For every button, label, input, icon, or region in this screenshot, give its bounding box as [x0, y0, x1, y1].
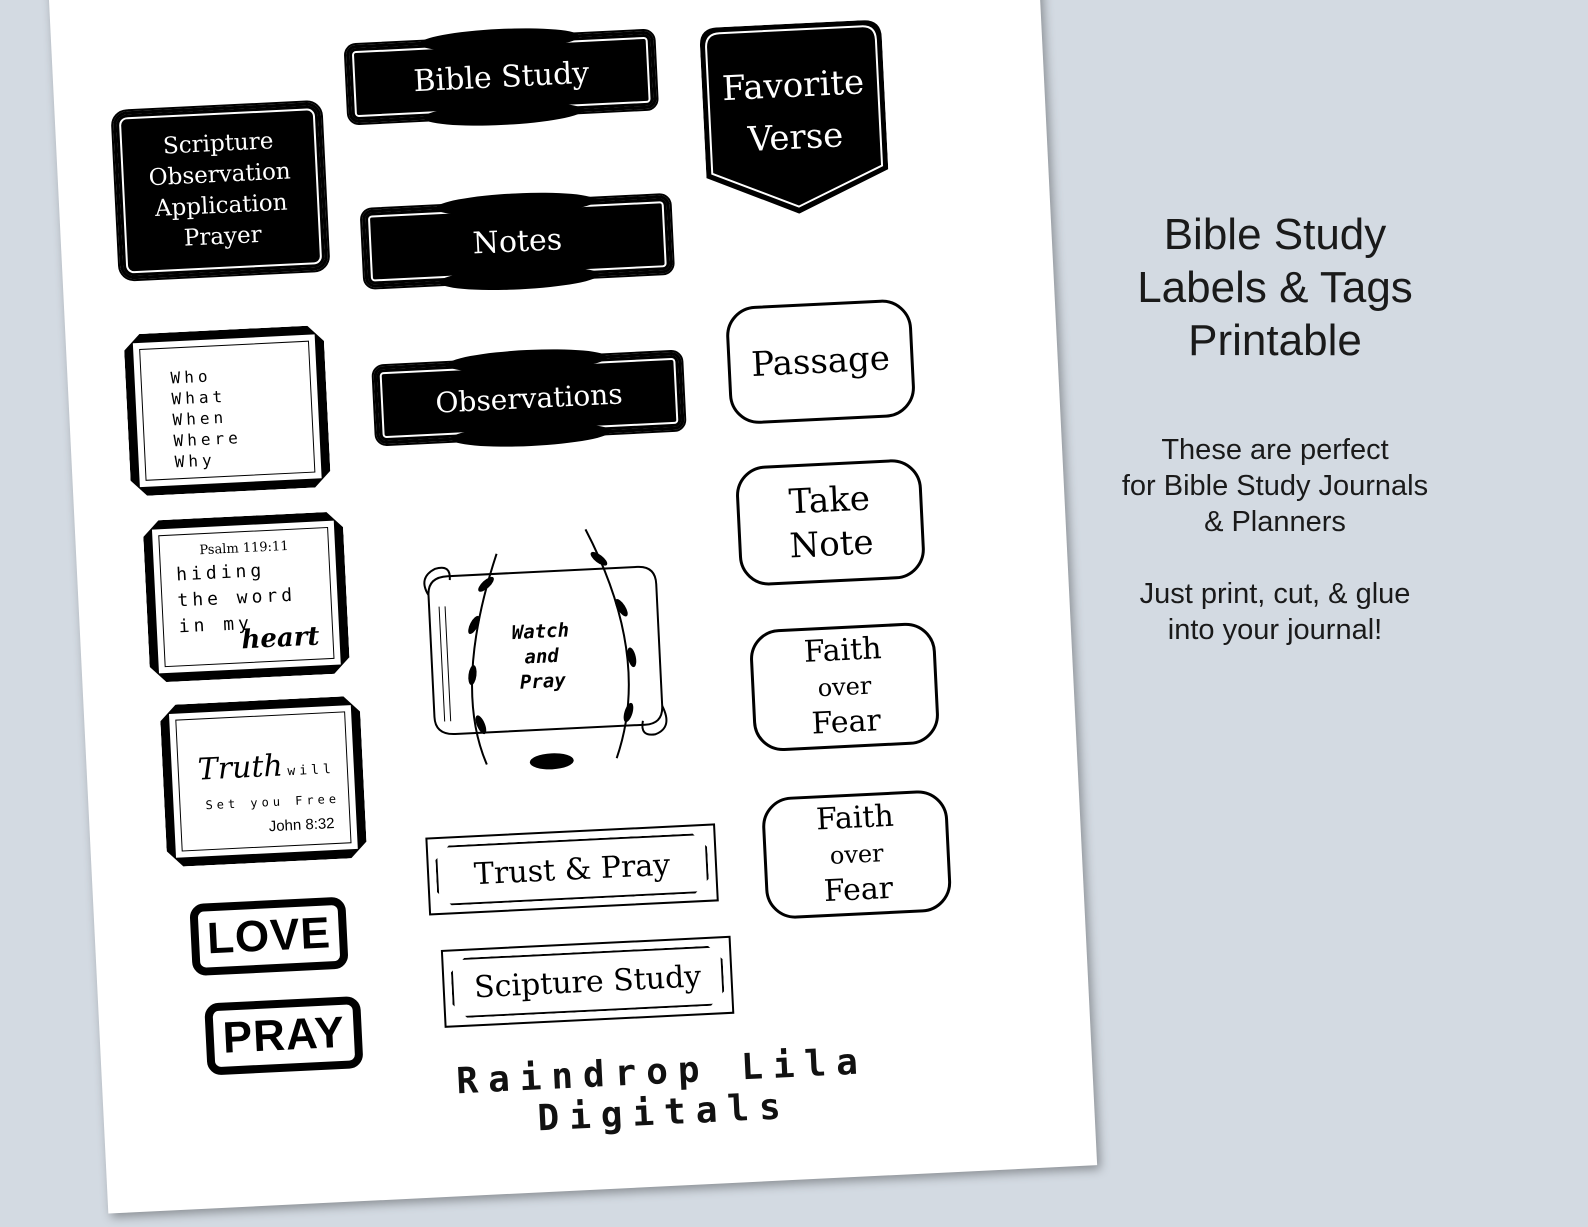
notes-label: Notes [359, 192, 676, 291]
love-text: LOVE [205, 908, 332, 964]
notes-text: Notes [471, 221, 563, 262]
faith-line: Faith [815, 798, 895, 838]
product-instructions: Just print, cut, & glue into your journa… [1085, 576, 1465, 648]
instruction-line: into your journal! [1167, 614, 1383, 646]
description-line: for Bible Study Journals [1121, 470, 1429, 502]
label-sheet: Scripture Observation Application Prayer… [48, 0, 1098, 1214]
description-line: & Planners [1204, 506, 1346, 538]
favorite-verse-line: Favorite [721, 62, 866, 110]
psalm-label: Psalm 119:11 hiding the word in my heart [143, 511, 351, 683]
faith-line: over [816, 671, 872, 703]
title-line: Printable [1188, 316, 1362, 365]
scroll-wreath-art [423, 528, 668, 770]
faith-line: Fear [823, 870, 894, 910]
pray-stamp: PRAY [204, 995, 364, 1076]
five-w-line: Why [174, 450, 217, 472]
favorite-verse-label: Favorite Verse [699, 19, 890, 218]
product-title: Bible Study Labels & Tags Printable [1085, 208, 1465, 367]
brand-name: Raindrop Lila Digitals [455, 1041, 869, 1140]
title-line: Bible Study [1163, 210, 1387, 259]
instruction-line: Just print, cut, & glue [1139, 578, 1411, 610]
watch-pray-label: Watch and Pray [405, 506, 678, 798]
favorite-verse-line: Verse [746, 115, 845, 160]
five-w-line: Where [173, 428, 243, 451]
bible-study-label: Bible Study [343, 28, 660, 126]
five-w-label: Who What When Where Why [123, 325, 331, 497]
faith-line: Fear [810, 703, 882, 742]
banner-shape [700, 20, 889, 214]
title-line: Labels & Tags [1137, 263, 1413, 312]
truth-ref: John 8:32 [268, 815, 335, 836]
truth-main: Truth [196, 748, 284, 788]
passage-label: Passage [724, 298, 917, 426]
passage-text: Passage [750, 338, 891, 386]
product-description: These are perfect for Bible Study Journa… [1085, 432, 1465, 540]
faith-over-fear-label: Faith over Fear [748, 621, 941, 753]
trust-pray-label: Trust & Pray [425, 823, 719, 916]
truth-will: will [287, 761, 336, 780]
pray-text: PRAY [221, 1007, 347, 1063]
bible-study-text: Bible Study [412, 55, 590, 99]
take-note-line: Take [787, 478, 871, 523]
psalm-heart: heart [240, 621, 321, 656]
soap-label: Scripture Observation Application Prayer [110, 99, 331, 282]
love-stamp: LOVE [189, 896, 349, 977]
faith-line: over [829, 839, 885, 870]
description-line: These are perfect [1161, 434, 1389, 466]
take-note-line: Note [788, 522, 875, 567]
faith-line: Faith [803, 631, 883, 670]
faith-over-fear-label: Faith over Fear [760, 789, 953, 921]
observations-label: Observations [371, 349, 687, 447]
scripture-study-label: Scipture Study [440, 935, 735, 1028]
observations-text: Observations [434, 376, 624, 420]
truth-label: Truth will Set you Free John 8:32 [160, 696, 368, 868]
take-note-label: Take Note [734, 457, 927, 587]
